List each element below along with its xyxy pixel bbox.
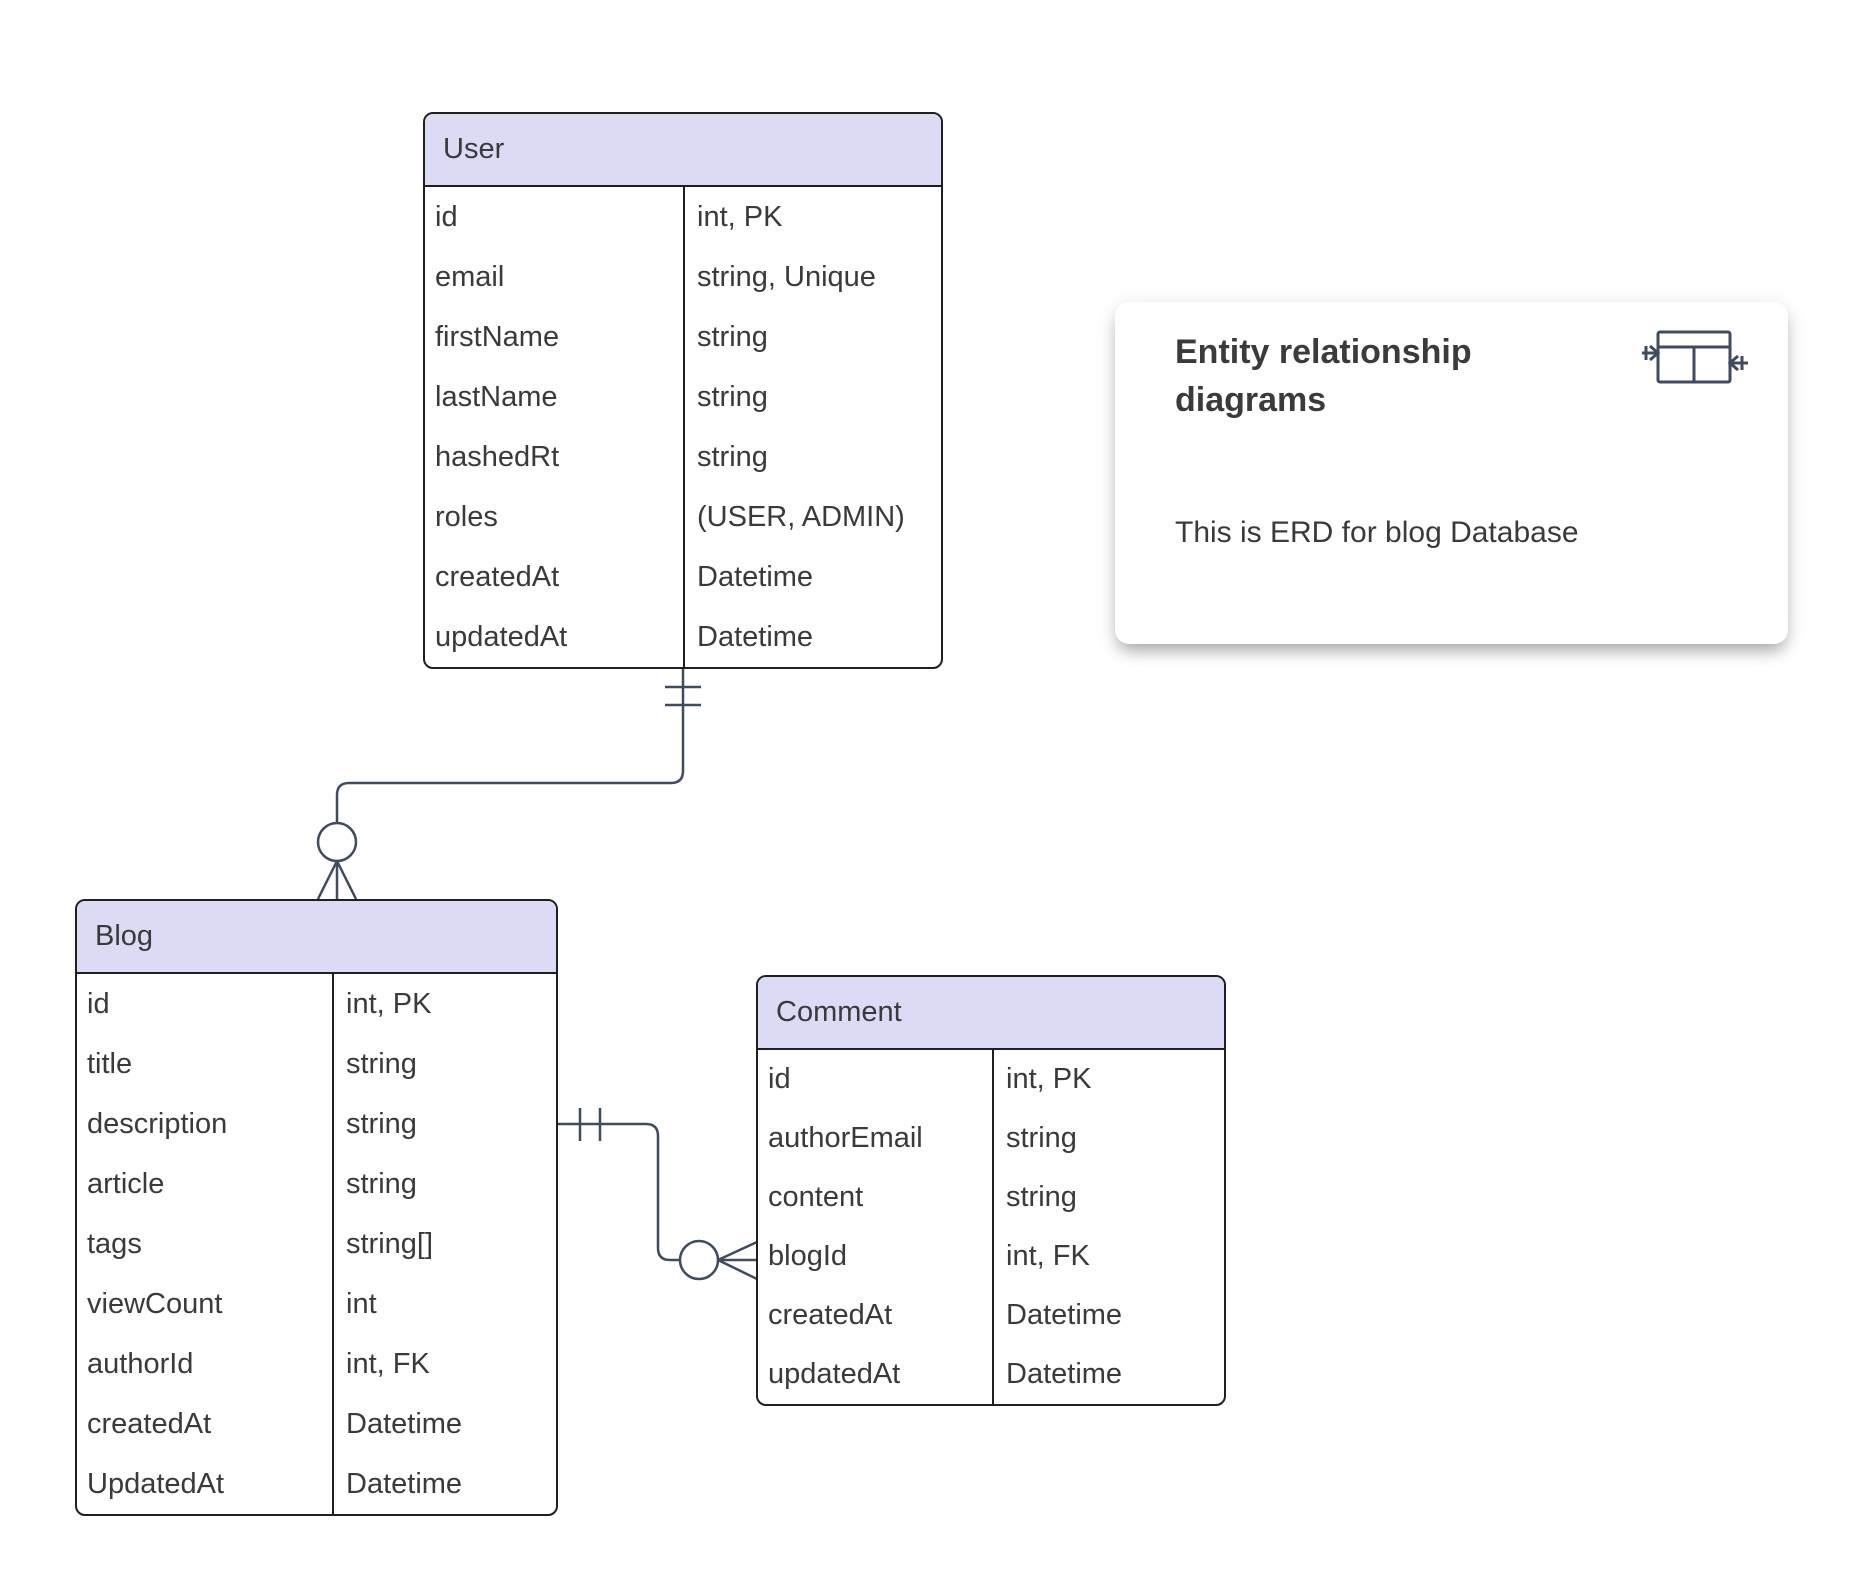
field-row: UpdatedAt Datetime — [77, 1454, 556, 1514]
field-type: string, Unique — [683, 247, 941, 307]
table-title: Comment — [776, 996, 902, 1028]
field-row: tags string[] — [77, 1214, 556, 1274]
field-name: blogId — [768, 1240, 848, 1272]
field-row: content string — [758, 1168, 1224, 1227]
field-row: createdAt Datetime — [425, 547, 941, 607]
field-type: string — [332, 1034, 556, 1094]
field-type: string — [332, 1094, 556, 1154]
table-comment-rows: id int, PK authorEmail string content st… — [758, 1050, 1224, 1404]
field-name: updatedAt — [768, 1358, 901, 1390]
field-type: string — [683, 367, 941, 427]
field-type: int, PK — [683, 187, 941, 247]
field-row: authorId int, FK — [77, 1334, 556, 1394]
field-row: blogId int, FK — [758, 1227, 1224, 1286]
field-row: article string — [77, 1154, 556, 1214]
field-name: title — [87, 1047, 133, 1080]
field-name: createdAt — [87, 1407, 212, 1440]
table-blog-header: Blog — [77, 901, 556, 974]
table-title: User — [443, 133, 505, 165]
field-name: tags — [87, 1227, 142, 1260]
field-name: id — [435, 200, 458, 233]
table-comment-header: Comment — [758, 977, 1224, 1050]
field-type: string — [332, 1154, 556, 1214]
table-blog[interactable]: Blog id int, PK title string description… — [75, 899, 558, 1516]
field-row: title string — [77, 1034, 556, 1094]
field-type: Datetime — [683, 547, 941, 607]
blog-comment-relationship[interactable] — [558, 1108, 758, 1281]
field-type: int, PK — [992, 1050, 1224, 1109]
field-name: createdAt — [768, 1299, 893, 1331]
field-type: int — [332, 1274, 556, 1334]
field-name: email — [435, 260, 505, 293]
field-row: description string — [77, 1094, 556, 1154]
field-type: Datetime — [992, 1345, 1224, 1404]
field-name: UpdatedAt — [87, 1467, 225, 1500]
field-row: hashedRt string — [425, 427, 941, 487]
field-type: int, FK — [332, 1334, 556, 1394]
field-name: viewCount — [87, 1287, 223, 1320]
field-name: roles — [435, 500, 498, 533]
table-with-cardinality-arrows-icon — [1642, 330, 1748, 384]
field-row: email string, Unique — [425, 247, 941, 307]
table-user-header: User — [425, 114, 941, 187]
note-card[interactable]: Entity relationship diagrams This is ERD… — [1115, 302, 1788, 644]
table-blog-rows: id int, PK title string description stri… — [77, 974, 556, 1514]
field-name: content — [768, 1181, 864, 1213]
field-row: updatedAt Datetime — [425, 607, 941, 667]
field-type: string — [992, 1109, 1224, 1168]
field-name: authorEmail — [768, 1122, 923, 1154]
field-type: (USER, ADMIN) — [683, 487, 941, 547]
field-name: firstName — [435, 320, 560, 353]
field-type: Datetime — [332, 1454, 556, 1514]
field-row: viewCount int — [77, 1274, 556, 1334]
table-user[interactable]: User id int, PK email string, Unique fir… — [423, 112, 943, 669]
field-type: string — [992, 1168, 1224, 1227]
table-title: Blog — [95, 920, 154, 952]
table-user-rows: id int, PK email string, Unique firstNam… — [425, 187, 941, 667]
field-type: Datetime — [992, 1286, 1224, 1345]
field-row: createdAt Datetime — [77, 1394, 556, 1454]
field-row: id int, PK — [425, 187, 941, 247]
field-name: createdAt — [435, 560, 560, 593]
field-row: authorEmail string — [758, 1109, 1224, 1168]
field-row: firstName string — [425, 307, 941, 367]
field-row: createdAt Datetime — [758, 1286, 1224, 1345]
field-row: lastName string — [425, 367, 941, 427]
field-type: string — [683, 427, 941, 487]
field-row: roles (USER, ADMIN) — [425, 487, 941, 547]
field-name: id — [768, 1063, 791, 1095]
user-blog-relationship[interactable] — [316, 667, 701, 900]
table-comment[interactable]: Comment id int, PK authorEmail string co… — [756, 975, 1226, 1406]
field-name: id — [87, 987, 110, 1020]
note-body: This is ERD for blog Database — [1175, 516, 1579, 549]
field-type: int, FK — [992, 1227, 1224, 1286]
field-type: Datetime — [332, 1394, 556, 1454]
field-name: updatedAt — [435, 620, 568, 653]
field-name: description — [87, 1107, 228, 1140]
field-row: id int, PK — [77, 974, 556, 1034]
field-name: hashedRt — [435, 440, 560, 473]
field-name: lastName — [435, 380, 558, 413]
field-type: Datetime — [683, 607, 941, 667]
field-name: authorId — [87, 1347, 194, 1380]
field-row: updatedAt Datetime — [758, 1345, 1224, 1404]
field-type: string — [683, 307, 941, 367]
field-type: string[] — [332, 1214, 556, 1274]
note-title: Entity relationship diagrams — [1175, 333, 1472, 419]
field-type: int, PK — [332, 974, 556, 1034]
field-row: id int, PK — [758, 1050, 1224, 1109]
field-name: article — [87, 1167, 165, 1200]
